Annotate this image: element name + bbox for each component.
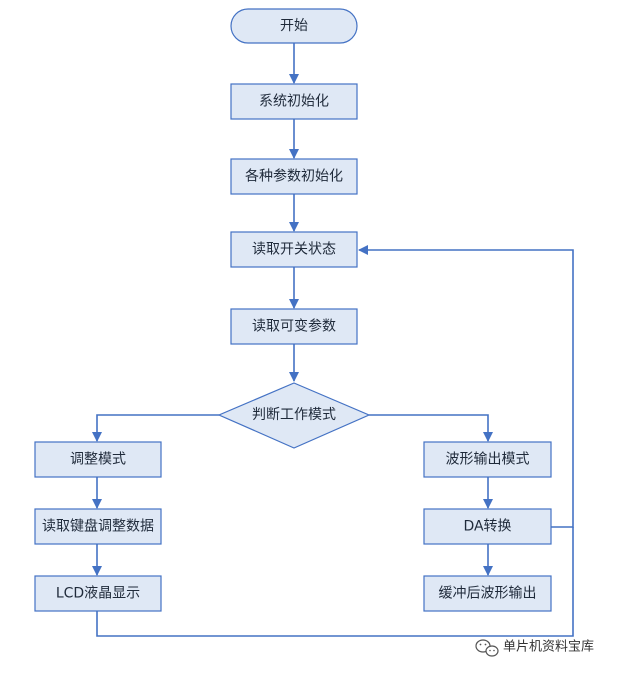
wechat-icon (475, 639, 499, 657)
arrow-judge-mode-to-adjust-mode (92, 414, 219, 442)
node-read-switch-label: 读取开关状态 (252, 241, 336, 258)
node-read-keypad-label: 读取键盘调整数据 (42, 518, 154, 535)
node-read-switch: 读取开关状态 (230, 231, 358, 268)
node-read-variable-label: 读取可变参数 (252, 318, 336, 335)
node-start-label: 开始 (280, 18, 308, 34)
node-judge-mode: 判断工作模式 (217, 382, 371, 449)
node-system-init: 系统初始化 (230, 83, 358, 120)
node-start: 开始 (230, 8, 358, 44)
node-buffer-output-label: 缓冲后波形输出 (439, 586, 537, 602)
node-lcd-display-label: LCD液晶显示 (56, 586, 140, 602)
node-params-init: 各种参数初始化 (230, 158, 358, 195)
loop-lcd-display-to-da-line (96, 527, 574, 637)
loop-da-convert-to-read-switch (358, 245, 574, 528)
watermark-label: 单片机资料宝库 (503, 639, 594, 655)
node-wave-mode: 波形输出模式 (423, 441, 552, 478)
node-judge-mode-label: 判断工作模式 (252, 407, 336, 423)
node-params-init-label: 各种参数初始化 (245, 168, 343, 185)
connectors (92, 43, 574, 637)
arrow-judge-mode-to-wave-mode (369, 414, 493, 442)
node-read-keypad: 读取键盘调整数据 (34, 508, 162, 545)
node-wave-mode-label: 波形输出模式 (446, 452, 530, 468)
node-buffer-output: 缓冲后波形输出 (423, 575, 552, 612)
node-adjust-mode-label: 调整模式 (70, 452, 126, 468)
node-system-init-label: 系统初始化 (259, 93, 329, 110)
node-read-variable: 读取可变参数 (230, 308, 358, 345)
node-da-convert-label: DA转换 (463, 518, 511, 535)
watermark: 单片机资料宝库 (475, 639, 594, 657)
node-adjust-mode: 调整模式 (34, 441, 162, 478)
node-da-convert: DA转换 (423, 508, 552, 545)
node-lcd-display: LCD液晶显示 (34, 575, 162, 612)
